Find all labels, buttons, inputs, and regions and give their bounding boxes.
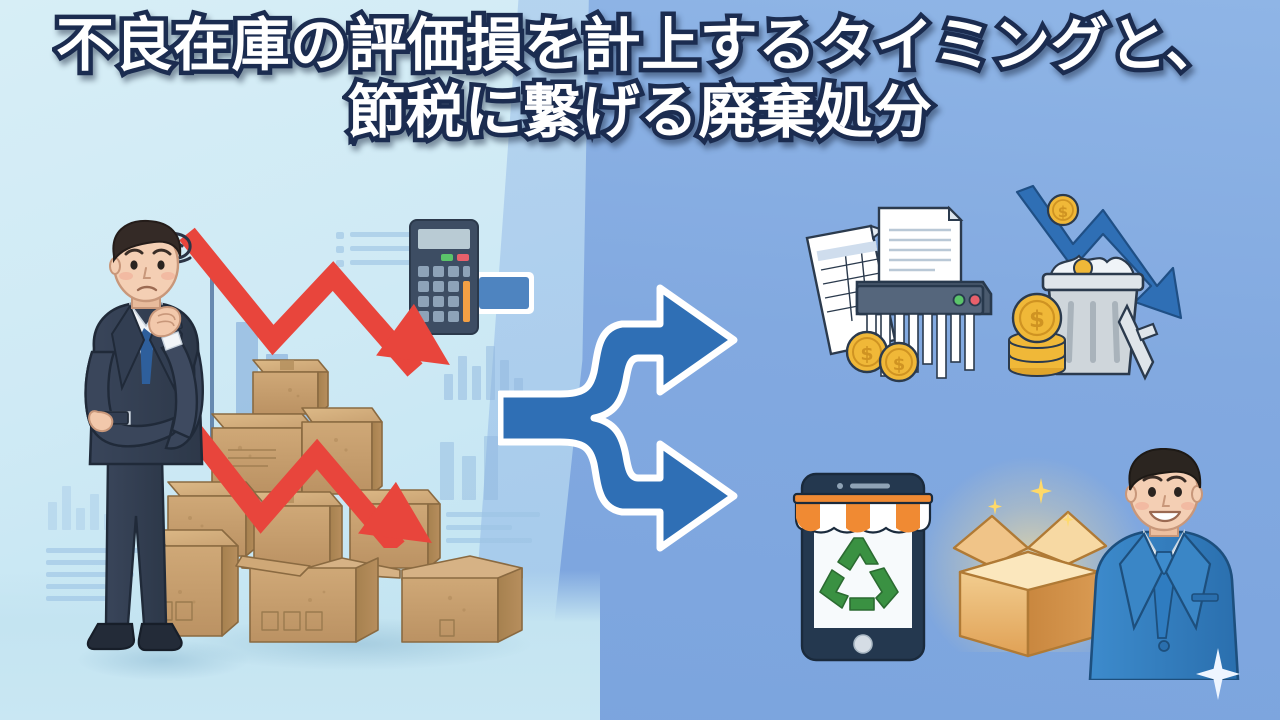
smartphone-shop-icon: [792, 472, 934, 662]
svg-text:$: $: [893, 354, 906, 375]
background-text-lines-right: [446, 512, 556, 562]
red-declining-arrow: [175, 227, 450, 548]
document-entering-shredder: [877, 205, 964, 284]
background-bar-chart-lower: [440, 430, 520, 500]
paper-shredder-icon: [855, 280, 993, 316]
background-card: [474, 272, 534, 314]
background-checklist: [336, 232, 432, 280]
open-cardboard-box-icon: [952, 510, 1108, 658]
background-bar-chart-right: [444, 340, 534, 400]
svg-text:$: $: [860, 343, 873, 365]
shop-awning: [792, 492, 934, 534]
paper-shredder-scene: $ $: [805, 205, 993, 383]
falling-coin-icon: $: [1046, 193, 1080, 227]
worried-businessman: [84, 219, 204, 652]
svg-text:$: $: [1029, 307, 1045, 333]
branching-decision-arrow: [498, 284, 738, 552]
svg-text:$: $: [1058, 203, 1068, 221]
dollar-coin-icon: $ $: [845, 330, 920, 383]
smiling-businessman: [1088, 448, 1240, 680]
blue-declining-arrow: [1015, 184, 1183, 320]
trash-bin-scene: $: [1008, 184, 1183, 381]
calculator-icon: [409, 219, 479, 335]
coin-stack-icon: $: [1008, 292, 1066, 377]
recycle-symbol-icon: [819, 537, 899, 611]
background-text-lines-left: [46, 548, 156, 608]
